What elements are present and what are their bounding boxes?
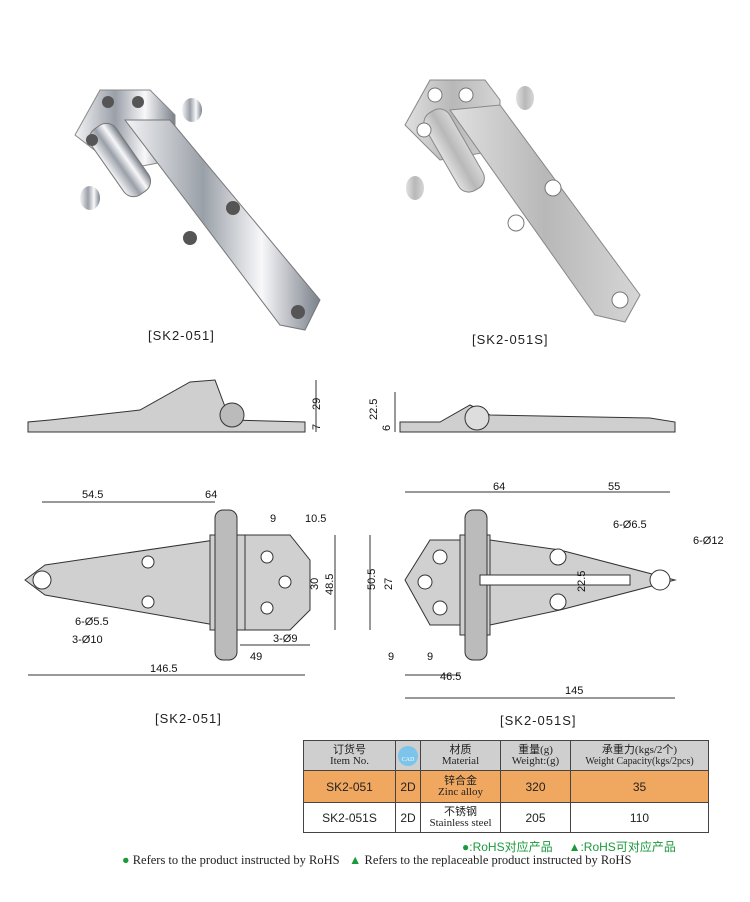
top-view-drawings: 54.5 64 9 10.5 30 48.5 49 146.5 6-Ø5.5 3… [24,481,724,699]
hole-right-h2: 6-Ø12 [693,535,724,547]
hole-left-h3: 3-Ø9 [273,633,297,645]
cad-icon: CAD [398,745,418,766]
product-label-sk2-051: [SK2-051] [148,328,215,343]
hole-right-h1: 6-Ø6.5 [613,519,647,531]
dim-left-d3: 9 [270,513,276,525]
dim-left-d5: 30 [309,578,321,590]
dim-right-d9: 145 [565,685,583,697]
rohs-legend-en: ● Refers to the product instructed by Ro… [122,853,632,867]
dim-side-left-h1: 29 [311,398,323,410]
drawing-label-sk2-051: [SK2-051] [155,711,222,726]
dim-right-d8: 46.5 [440,671,461,683]
dim-right-d7: 9 [427,651,433,663]
dim-left-d2: 64 [205,489,217,501]
product-label-sk2-051s: [SK2-051S] [472,332,549,347]
hole-left-h2: 3-Ø10 [72,634,103,646]
triangle-icon: ▲ [348,853,362,867]
dim-right-d4: 27 [383,578,395,590]
dim-left-d8: 146.5 [150,663,178,675]
circle-icon: ● [122,853,130,867]
dim-right-d5: 22.5 [576,571,588,592]
product-image-sk2-051s [404,79,641,323]
dim-side-right-h2: 6 [381,425,393,431]
dim-side-left-h2: 7 [311,424,323,430]
dim-left-d1: 54.5 [82,489,103,501]
product-image-sk2-051 [74,89,321,331]
product-photos [74,79,641,331]
dim-left-d6: 48.5 [324,574,336,595]
dim-left-d4: 10.5 [305,513,326,525]
dim-right-d2: 55 [608,481,620,493]
side-view-drawings: 29 7 22.5 6 [27,379,676,433]
dim-side-right-h1: 22.5 [368,399,380,420]
dim-left-d7: 49 [250,651,262,663]
drawing-label-sk2-051s: [SK2-051S] [500,713,577,728]
dim-right-d3: 50.5 [366,569,378,590]
rohs-legend-cn: ●:RoHS对应产品▲:RoHS可对应产品 [462,840,676,854]
dim-right-d6: 9 [388,651,394,663]
hole-left-h1: 6-Ø5.5 [75,616,109,628]
dim-right-d1: 64 [493,481,505,493]
